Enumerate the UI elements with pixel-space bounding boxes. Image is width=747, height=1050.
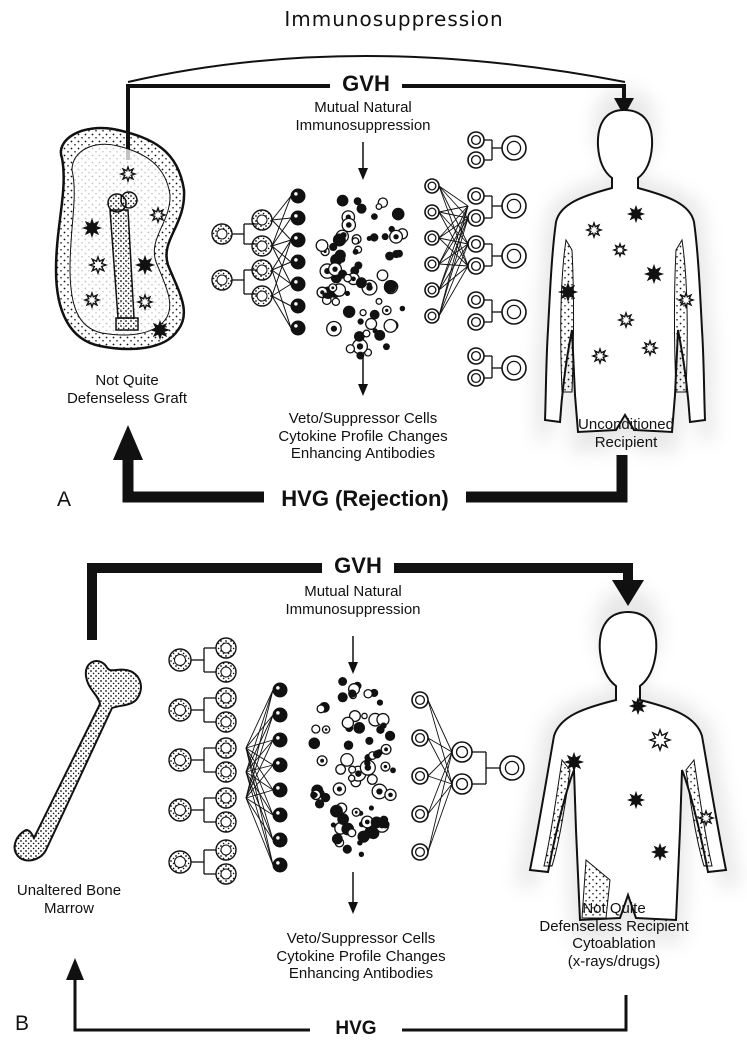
- recipient-caption-b-line-2: Defenseless Recipient: [539, 917, 689, 935]
- cell-icon: [290, 298, 306, 314]
- donor-cell-tree-b: [168, 637, 288, 885]
- star-cell-icon: [643, 263, 665, 285]
- bone-marrow: [13, 660, 142, 862]
- panel-b: [13, 563, 741, 1032]
- cell-icon: [272, 732, 288, 748]
- host-cell-tree-b: [411, 691, 525, 861]
- star-cell-icon: [676, 290, 696, 310]
- star-cell-icon: [134, 254, 156, 276]
- star-cell-icon: [647, 727, 673, 753]
- recipient-caption-b: Not Quite Defenseless Recipient Cytoabla…: [526, 900, 702, 971]
- center-top-b: Mutual Natural Immunosuppression: [238, 583, 468, 618]
- star-cell-icon: [626, 790, 646, 810]
- recipient-caption-a-line-2: Recipient: [594, 433, 658, 451]
- star-cell-icon: [611, 241, 629, 259]
- star-cell-icon: [626, 204, 646, 224]
- bone-marrow-caption-line-1: Unaltered Bone: [16, 882, 122, 899]
- graft-caption-line-2: Defenseless Graft: [66, 389, 188, 407]
- center-top-b-line-1: Mutual Natural: [304, 583, 402, 600]
- panel-letter-b: B: [14, 1012, 29, 1035]
- cell-icon: [272, 757, 288, 773]
- gvh-label-b: GVH: [322, 553, 394, 579]
- hvg-rejection-label: HVG (Rejection): [264, 486, 466, 512]
- immunosuppression-arc: [127, 55, 626, 83]
- recipient-caption-b-line-1: Not Quite: [582, 900, 646, 917]
- star-cell-icon: [87, 254, 109, 276]
- star-cell-icon: [628, 696, 648, 716]
- host-cell-tree-a: [424, 131, 527, 387]
- recipient-caption-b-line-3: Cytoablation: [572, 935, 656, 953]
- star-cell-icon: [135, 292, 155, 312]
- star-cell-icon: [650, 842, 670, 862]
- bone-marrow-caption: Unaltered Bone Marrow: [4, 882, 134, 917]
- star-cell-icon: [149, 319, 171, 341]
- bone-marrow-caption-line-2: Marrow: [43, 899, 94, 917]
- cell-icon: [272, 707, 288, 723]
- cell-icon: [290, 210, 306, 226]
- graft-caption: Not Quite Defenseless Graft: [42, 372, 212, 407]
- star-cell-icon: [563, 751, 585, 773]
- center-bottom-b-line-1: Veto/Suppressor Cells: [286, 930, 436, 947]
- cell-icon: [290, 254, 306, 270]
- center-top-a-line-2: Immunosuppression: [295, 116, 431, 134]
- star-cell-icon: [81, 217, 103, 239]
- star-cell-icon: [616, 310, 636, 330]
- center-bottom-b: Veto/Suppressor Cells Cytokine Profile C…: [236, 930, 486, 983]
- star-cell-icon: [590, 346, 610, 366]
- cell-icon: [272, 807, 288, 823]
- star-cell-icon: [82, 290, 102, 310]
- recipient-caption-b-line-4: (x-rays/drugs): [567, 953, 661, 971]
- center-top-b-line-2: Immunosuppression: [285, 600, 421, 618]
- star-cell-icon: [696, 808, 716, 828]
- cell-icon: [272, 682, 288, 698]
- cell-icon: [290, 188, 306, 204]
- cell-icon: [272, 832, 288, 848]
- center-arrows-b: [348, 636, 358, 914]
- star-cell-icon: [584, 220, 604, 240]
- center-bottom-b-line-3: Enhancing Antibodies: [288, 965, 434, 983]
- recipient-body-b: [515, 588, 741, 943]
- star-cell-icon: [118, 164, 138, 184]
- cell-icon: [290, 232, 306, 248]
- cell-icon: [272, 857, 288, 873]
- cell-cloud-a: [315, 194, 409, 360]
- center-bottom-a-line-2: Cytokine Profile Changes: [278, 427, 448, 445]
- recipient-caption-a-line-1: Unconditioned: [578, 416, 674, 433]
- immunosuppression-label: Immunosuppression: [284, 7, 504, 31]
- star-cell-icon: [557, 281, 579, 303]
- center-bottom-b-line-2: Cytokine Profile Changes: [276, 947, 446, 965]
- panel-letter-a: A: [56, 488, 71, 511]
- cell-cloud-b: [308, 677, 397, 857]
- panel-a: [54, 55, 716, 503]
- graft-caption-line-1: Not Quite: [95, 372, 159, 389]
- cell-icon: [290, 276, 306, 292]
- center-bottom-a: Veto/Suppressor Cells Cytokine Profile C…: [238, 410, 488, 463]
- donor-cell-tree-a: [211, 188, 306, 336]
- cell-icon: [290, 320, 306, 336]
- center-arrows-a: [358, 142, 368, 396]
- gvh-label-a: GVH: [330, 71, 402, 97]
- star-cell-icon: [640, 338, 660, 358]
- recipient-caption-a: Unconditioned Recipient: [556, 416, 696, 451]
- hvg-label-b: HVG: [310, 1018, 402, 1041]
- center-top-a: Mutual Natural Immunosuppression: [248, 99, 478, 134]
- kidney-graft: [54, 126, 186, 351]
- star-cell-icon: [148, 205, 168, 225]
- center-bottom-a-line-3: Enhancing Antibodies: [290, 445, 436, 463]
- center-top-a-line-1: Mutual Natural: [314, 99, 412, 116]
- center-bottom-a-line-1: Veto/Suppressor Cells: [288, 410, 438, 427]
- cell-icon: [272, 782, 288, 798]
- recipient-body-a: [534, 89, 716, 454]
